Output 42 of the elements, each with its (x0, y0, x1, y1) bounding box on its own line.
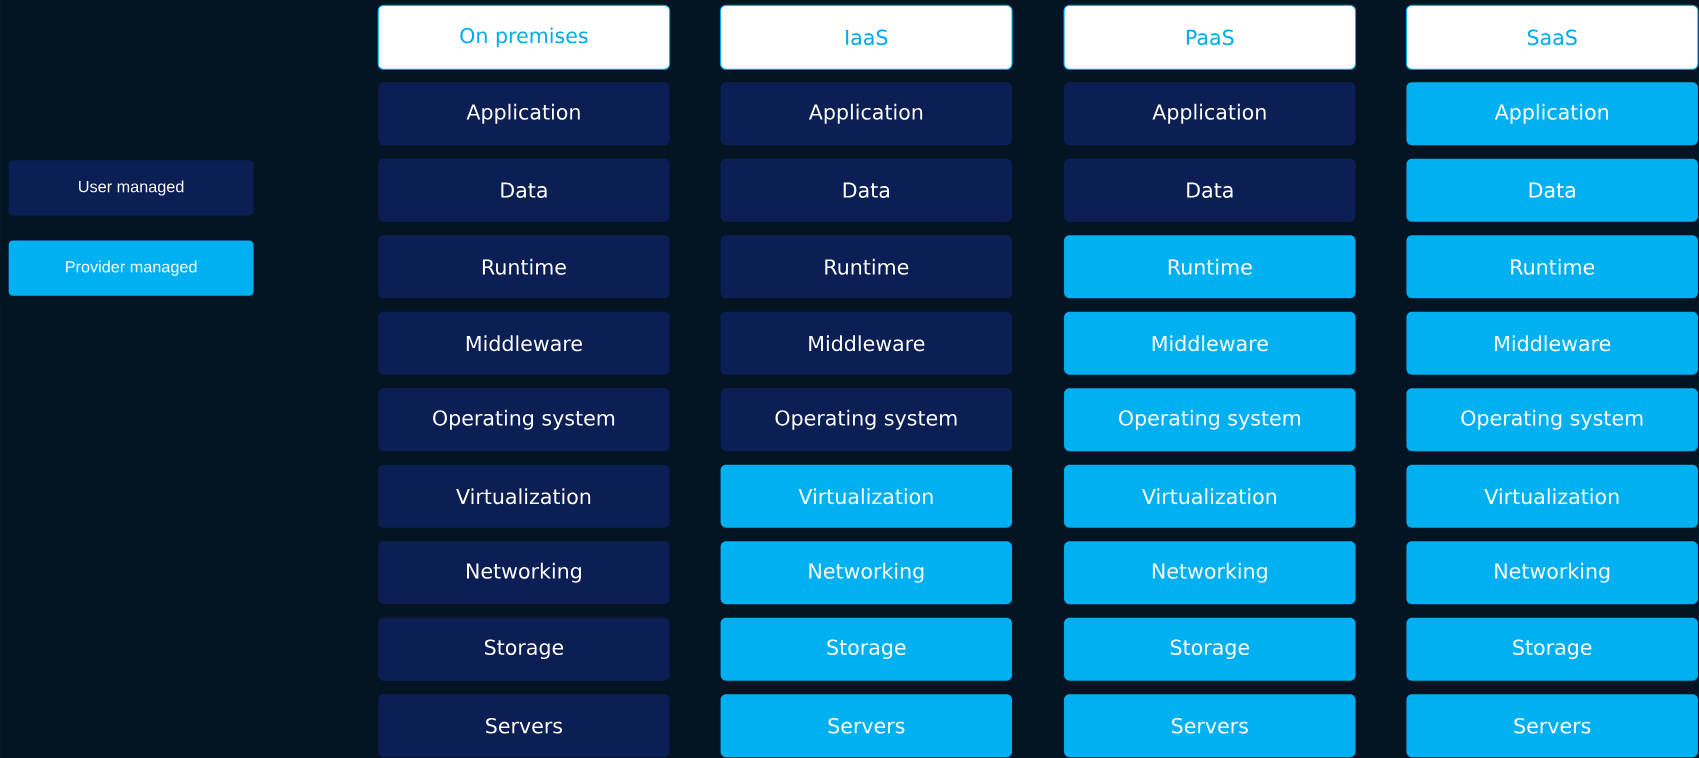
layer-box: Data (378, 158, 670, 222)
layer-box: Storage (1406, 617, 1698, 681)
layer-box: Runtime (378, 235, 670, 298)
legend-label: User managed (79, 180, 184, 196)
layer-box: Virtualization (1406, 464, 1698, 528)
layer-box: Networking (1406, 541, 1698, 604)
column-header: PaaS (1063, 4, 1357, 70)
layer-box: Operating system (378, 388, 670, 451)
layer-box: Runtime (720, 235, 1013, 298)
layer-box: Servers (720, 694, 1013, 757)
layer-box: Virtualization (378, 464, 670, 528)
legend-label: Provider managed (66, 260, 197, 276)
layer-box: Servers (378, 694, 670, 757)
layer-box: Application (378, 82, 670, 145)
column-header: On premises (377, 4, 671, 70)
layer-box: Middleware (1406, 311, 1698, 375)
column-header: IaaS (720, 4, 1013, 70)
layer-box: Storage (1064, 617, 1356, 681)
layer-box: Middleware (378, 311, 670, 375)
layer-box: Data (1406, 158, 1698, 222)
layer-box: Data (1064, 158, 1356, 222)
layer-box: Servers (1064, 694, 1356, 757)
layer-box: Storage (720, 617, 1013, 681)
layer-box: Servers (1406, 694, 1698, 757)
layer-box: Middleware (720, 311, 1013, 375)
layer-box: Runtime (1064, 235, 1356, 298)
layer-box: Application (1064, 82, 1356, 145)
layer-box: Operating system (1064, 388, 1356, 451)
layer-box: Virtualization (1064, 464, 1356, 528)
layer-box: Application (720, 82, 1013, 145)
layer-box: Storage (378, 617, 670, 681)
layer-box: Operating system (720, 388, 1013, 451)
layer-box: Data (720, 158, 1013, 222)
column-header: SaaS (1405, 4, 1699, 70)
layer-box: Virtualization (720, 464, 1013, 528)
layer-box: Middleware (1064, 311, 1356, 375)
layer-box: Networking (720, 541, 1013, 604)
layer-box: Networking (378, 541, 670, 604)
layer-box: Runtime (1406, 235, 1698, 298)
layer-box: Networking (1064, 541, 1356, 604)
layer-box: Operating system (1406, 388, 1698, 451)
layer-box: Application (1406, 82, 1698, 145)
